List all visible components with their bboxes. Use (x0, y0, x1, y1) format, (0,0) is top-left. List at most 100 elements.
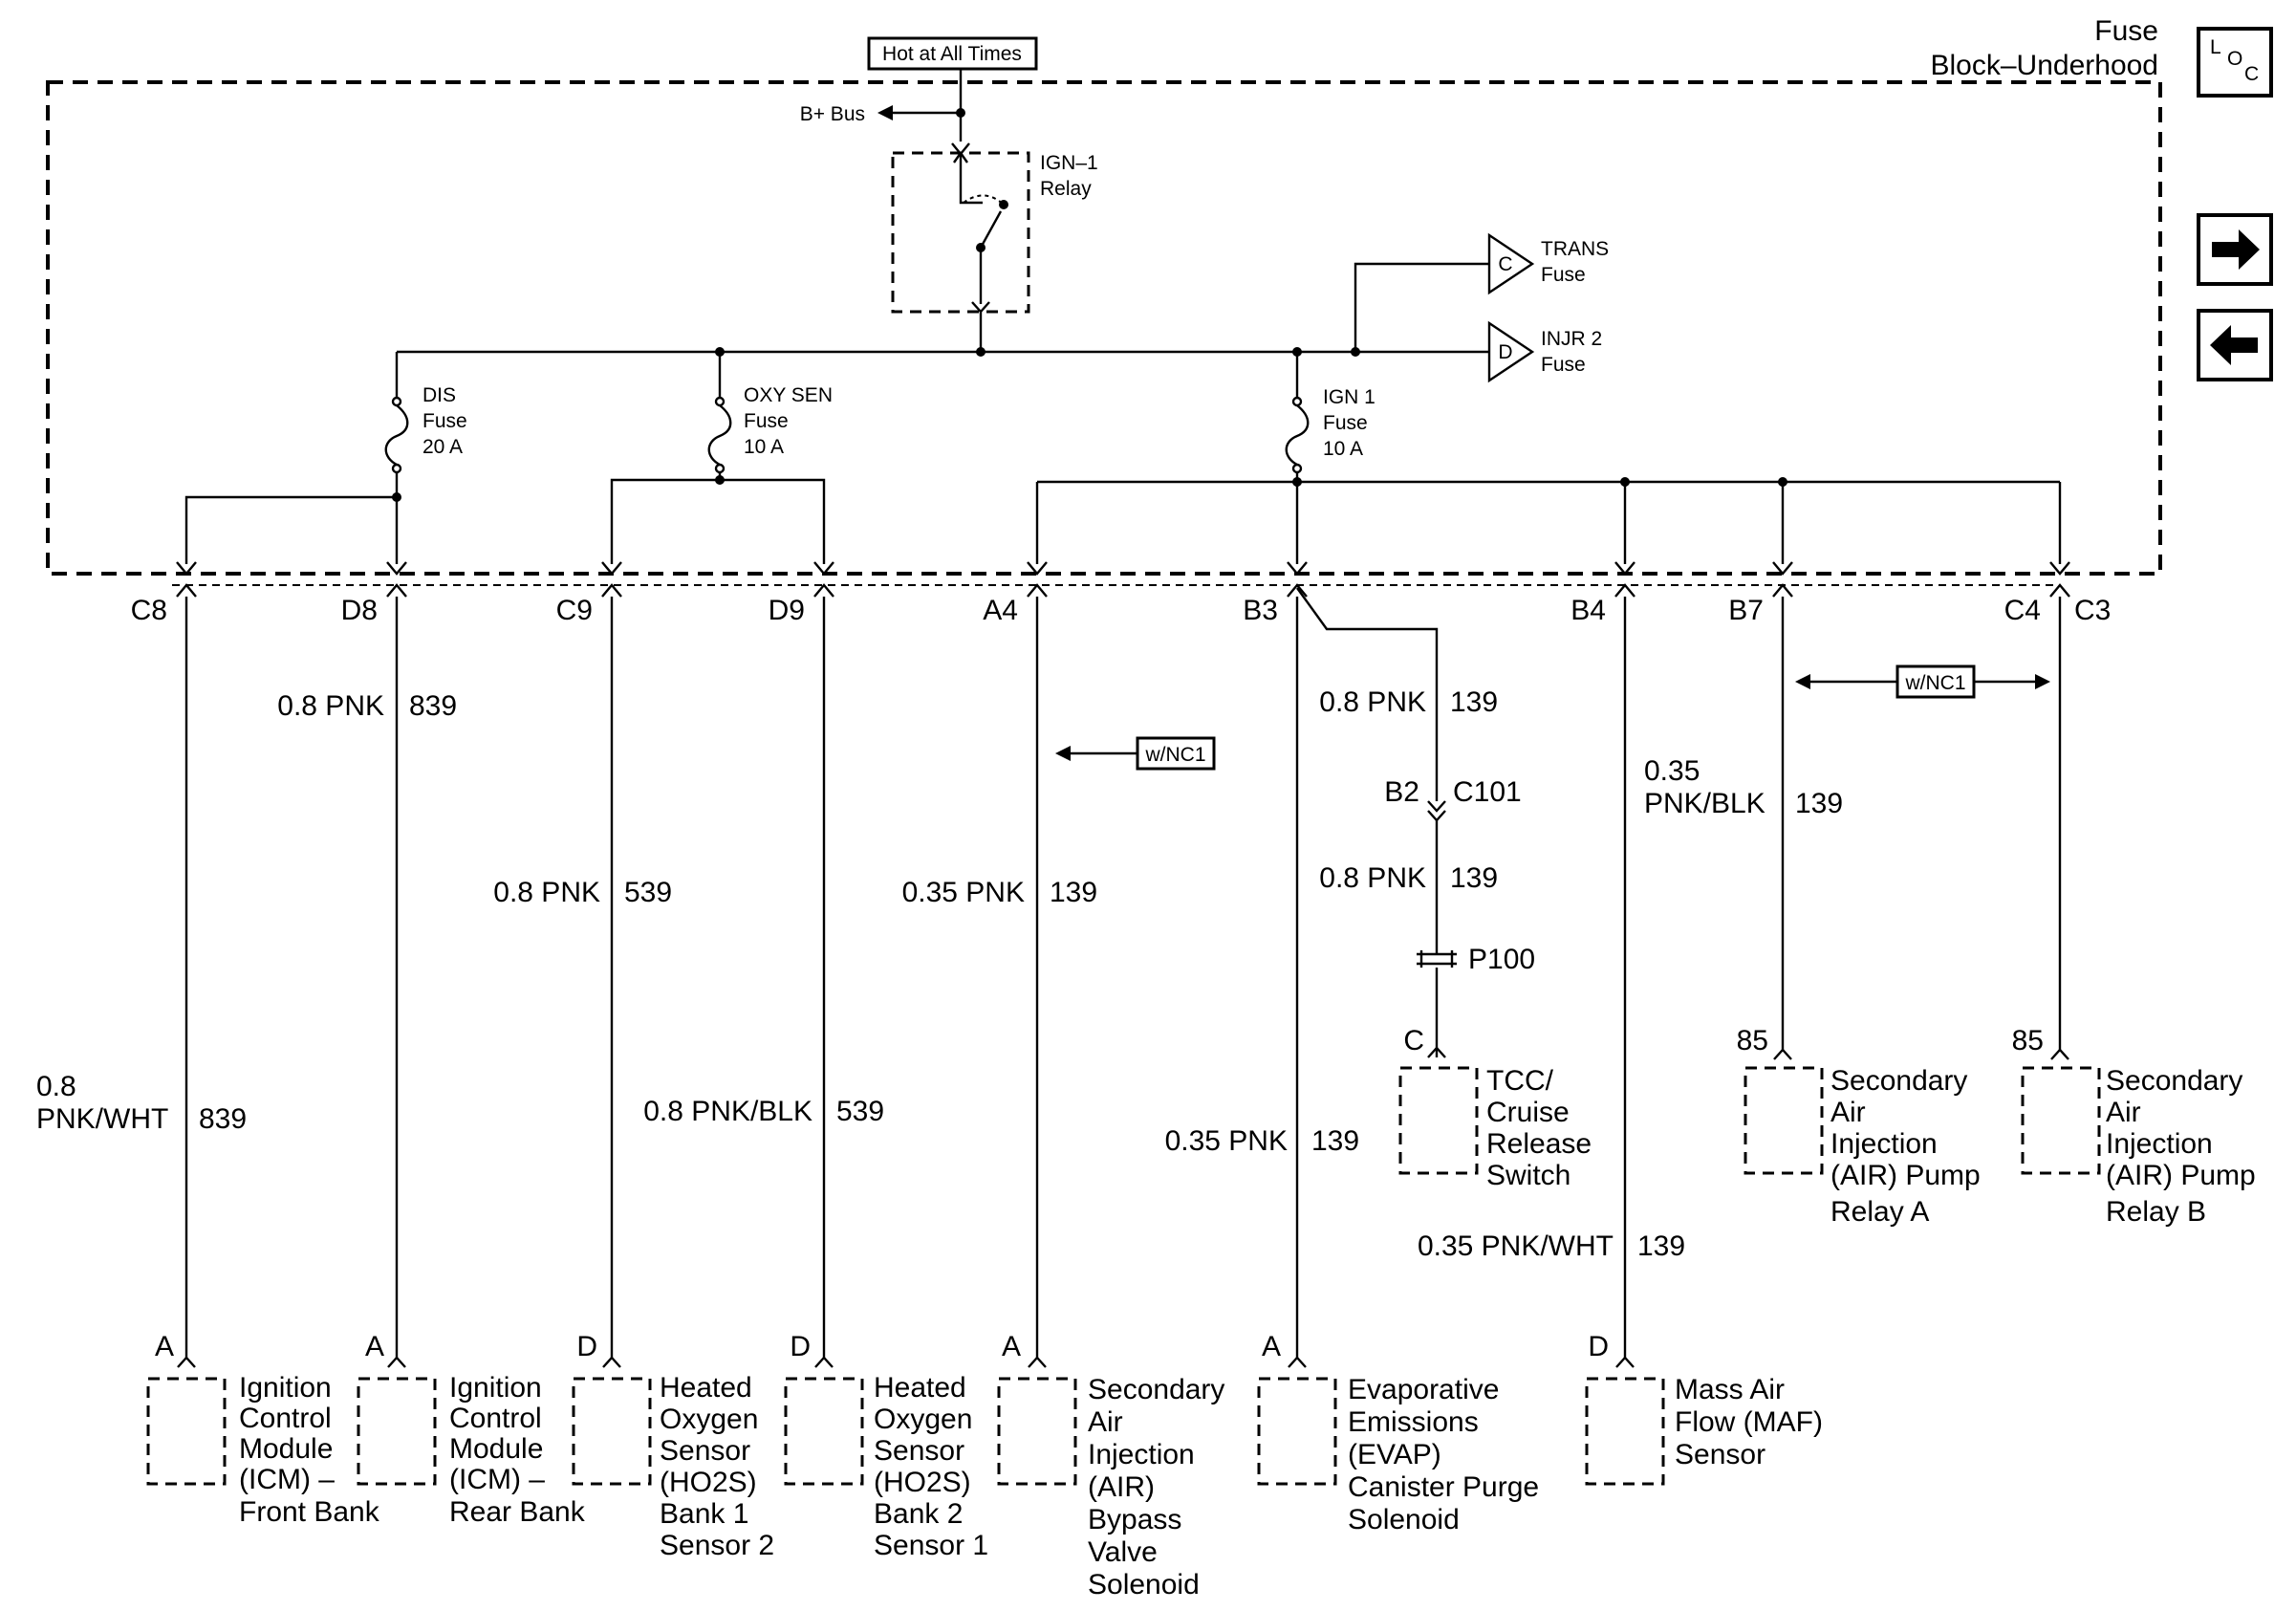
air-bypass-line-4: (AIR) (1088, 1471, 1155, 1503)
ho2s-b1s2-box (572, 1377, 652, 1486)
dis-fuse-icon (384, 404, 409, 467)
icm-front-line-3: Module (239, 1433, 333, 1465)
relay-a-line-3: Injection (1830, 1128, 1938, 1160)
icm-rear-line-3: Module (449, 1433, 543, 1465)
ign-fuse-line2: Fuse (1323, 412, 1368, 434)
wire-a4-color: 0.35 PNK (902, 877, 1025, 908)
wnc1-relays-box (1895, 664, 1976, 699)
injr2-fuse-letter: D (1498, 341, 1512, 363)
wire-c9-color: 0.8 PNK (493, 877, 600, 908)
ign-output-junction-b7 (1778, 477, 1787, 487)
trans-fuse-triangle-icon (1487, 232, 1535, 295)
tcc-line-3: Release (1486, 1128, 1592, 1160)
c101-connector-icon (1427, 800, 1446, 822)
relay-contact-arrow (953, 152, 968, 163)
wire-b4-upper-color-line2: PNK/BLK (1644, 788, 1765, 819)
wire-a4-circuit: 139 (1050, 877, 1097, 908)
wnc1-a4-arrow-icon (1055, 746, 1071, 761)
maf-pin: D (1588, 1331, 1609, 1362)
connector-chevrons-lower (176, 583, 2070, 598)
tcc-switch-box (1398, 1066, 1479, 1175)
tcc-line-1: TCC/ (1486, 1065, 1554, 1097)
loc-icon-o: O (2227, 48, 2242, 70)
fuse-block-title-line1: Fuse (2094, 15, 2158, 47)
relay-contact-upper (959, 153, 983, 205)
wire-d9-color: 0.8 PNK/BLK (643, 1096, 812, 1127)
wire-c8-color-line1: 0.8 (36, 1071, 76, 1102)
wire-c8-color-line2: PNK/WHT (36, 1103, 168, 1135)
oxy-fuse-icon (707, 404, 732, 467)
wnc1-a4-box (1136, 736, 1216, 771)
wire-d9-circuit: 539 (836, 1096, 884, 1127)
air-relay-a-box (1744, 1066, 1824, 1175)
evap-box (1257, 1377, 1337, 1486)
icm-front-pin: A (155, 1331, 174, 1362)
connector-c4: C4 (2004, 595, 2041, 626)
ho2s-b2s1-line-5: Bank 2 (874, 1498, 963, 1530)
trans-fuse-wire (1354, 262, 1489, 352)
relay-a-line-2: Air (1830, 1097, 1866, 1128)
maf-line-2: Flow (MAF) (1675, 1406, 1823, 1438)
bplus-arrow-icon (877, 105, 893, 120)
connector-chevrons-upper (176, 561, 2070, 576)
ign-fuse-end-top (1291, 396, 1303, 407)
relay-a-line-4: (AIR) Pump (1830, 1160, 1981, 1191)
ho2s-b1s2-line-3: Sensor (660, 1435, 750, 1467)
air-bypass-line-3: Injection (1088, 1439, 1195, 1470)
ho2s-b2s1-pin: D (790, 1331, 811, 1362)
wire-c9-circuit: 539 (624, 877, 672, 908)
tcc-pin-chevron (1427, 1046, 1446, 1058)
icm-rear-line-2: Control (449, 1403, 542, 1434)
dis-fuse-end-top (391, 396, 402, 407)
ho2s-b1s2-line-4: (HO2S) (660, 1467, 757, 1498)
connector-d9: D9 (769, 595, 805, 626)
oxy-fuse-end-bottom (714, 463, 726, 474)
ign-fuse-line3: 10 A (1323, 438, 1363, 460)
wnc1-relays-label: w/NC1 (1904, 672, 1965, 694)
air-bypass-box (997, 1377, 1077, 1486)
hot-at-all-times-box (867, 36, 1038, 71)
relay-b-line-3: Injection (2106, 1128, 2213, 1160)
air-bypass-line-6: Valve (1088, 1536, 1158, 1568)
connector-c8: C8 (131, 595, 167, 626)
arrow-right-icon (2212, 229, 2260, 270)
connector-c3: C3 (2074, 595, 2111, 626)
relay-a-line-1: Secondary (1830, 1065, 1967, 1097)
loc-button[interactable]: L O C (2197, 27, 2273, 98)
dis-fuse-line3: 20 A (422, 436, 463, 458)
wnc1-relays-arrow-left-icon (1795, 674, 1810, 689)
icm-front-line-1: Ignition (239, 1372, 332, 1404)
next-page-button[interactable] (2197, 213, 2273, 286)
loc-button-frame[interactable] (2197, 27, 2273, 98)
evap-line-3: (EVAP) (1348, 1439, 1441, 1470)
ho2s-b2s1-line-2: Oxygen (874, 1404, 972, 1435)
evap-pin: A (1262, 1331, 1281, 1362)
tcc-pin-label: C (1403, 1025, 1424, 1056)
wire-b3-upper-circuit: 139 (1450, 686, 1498, 718)
air-bypass-line-7: Solenoid (1088, 1569, 1200, 1600)
p100-label: P100 (1468, 944, 1535, 975)
wire-d8-color: 0.8 PNK (277, 690, 384, 722)
ho2s-b1s2-line-5: Bank 1 (660, 1498, 748, 1530)
ign-fuse-line1: IGN 1 (1323, 386, 1375, 408)
ho2s-b1s2-line-6: Sensor 2 (660, 1530, 774, 1561)
dis-fuse-line1: DIS (422, 384, 456, 406)
connector-d8: D8 (341, 595, 378, 626)
ho2s-b2s1-line-1: Heated (874, 1372, 966, 1404)
wire-b3-upper-color: 0.8 PNK (1319, 686, 1426, 718)
relay-b-line-1: Secondary (2106, 1065, 2242, 1097)
icm-front-line-4: (ICM) – (239, 1464, 335, 1495)
ho2s-b2s1-box (784, 1377, 864, 1486)
ign-fuse-output-wires (1035, 472, 2062, 564)
icm-rear-line-5: Rear Bank (449, 1496, 586, 1528)
previous-page-button[interactable] (2197, 309, 2273, 381)
ho2s-b1s2-line-2: Oxygen (660, 1404, 758, 1435)
connector-a4: A4 (983, 595, 1018, 626)
trans-fuse-letter: C (1498, 253, 1512, 275)
bplus-bus-label: B+ Bus (800, 103, 865, 125)
wire-c8-circuit: 839 (199, 1103, 247, 1135)
loc-icon-c: C (2244, 63, 2259, 85)
ign-output-junction (1292, 477, 1302, 487)
wire-b4-lower-color: 0.35 PNK/WHT (1418, 1230, 1614, 1262)
